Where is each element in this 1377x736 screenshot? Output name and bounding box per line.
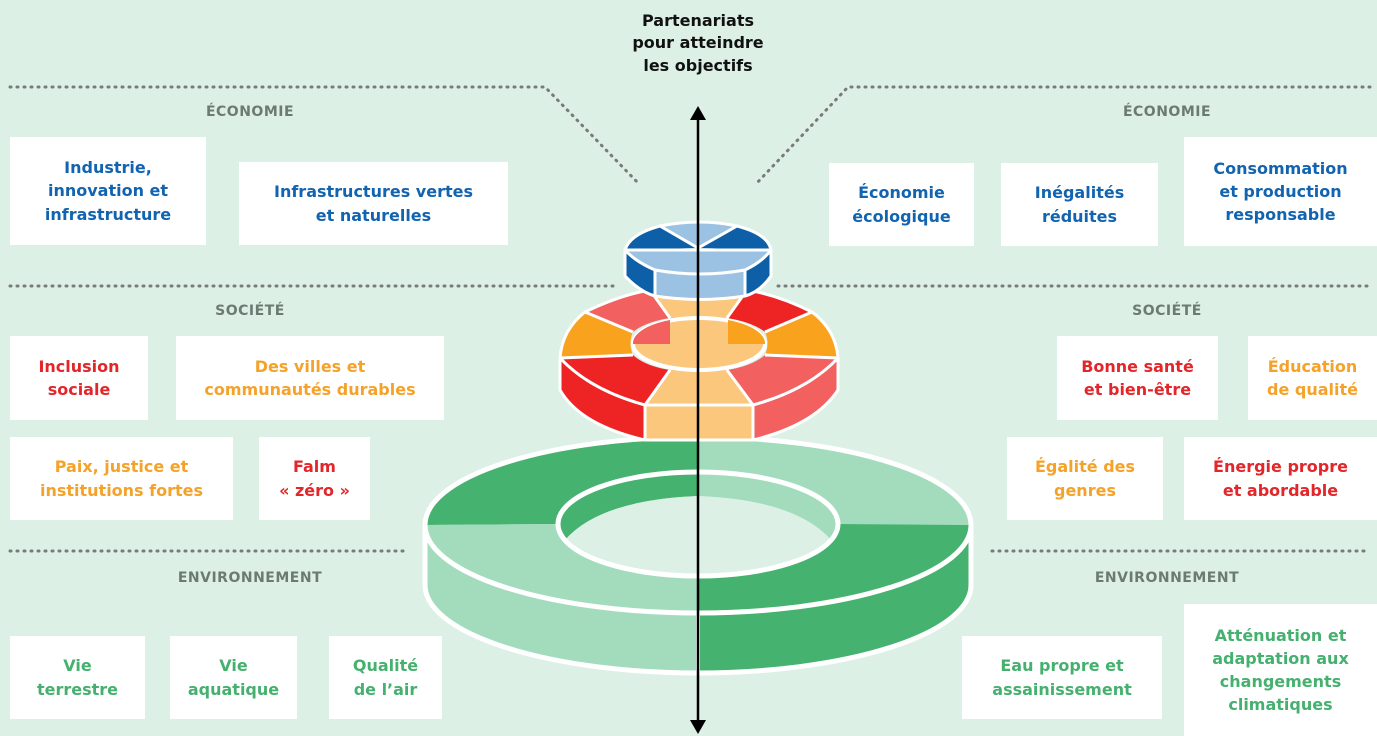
card-industrie-innovation: Industrie, innovation et infrastructure (10, 137, 206, 245)
card-villes-communautes: Des villes et communautés durables (176, 336, 444, 420)
env-ring-hole-back-right (698, 472, 838, 540)
divider-economy-right (753, 85, 1372, 187)
soc-top-2 (585, 290, 670, 332)
card-inegalites-reduites: Inégalités réduites (1001, 163, 1158, 246)
axis-arrowhead-down (690, 720, 706, 734)
card-faim-zero: Falm « zéro » (259, 437, 370, 520)
card-attenuation-climat: Atténuation et adaptation aux changement… (1184, 604, 1377, 736)
soc-top-1 (560, 312, 633, 358)
divider-lines (8, 85, 1372, 553)
env-ring-top-right-back (698, 437, 971, 525)
right-environment-label: ENVIRONNEMENT (1094, 570, 1240, 586)
card-bonne-sante: Bonne santé et bien-être (1057, 336, 1218, 420)
soc-top-8 (560, 355, 670, 405)
card-qualite-air: Qualité de l’air (329, 636, 442, 719)
card-inclusion-sociale: Inclusion sociale (10, 336, 148, 420)
card-egalite-genres: Égalité des genres (1007, 437, 1163, 520)
soc-hole-shade-right (728, 320, 766, 344)
partnerships-title: Partenariats pour atteindre les objectif… (632, 11, 764, 75)
card-vie-aquatique: Vie aquatique (170, 636, 297, 719)
card-economie-ecologique: Économie écologique (829, 163, 974, 246)
left-economy-label: ÉCONOMIE (205, 104, 295, 120)
left-society-label: SOCIÉTÉ (215, 303, 285, 319)
left-environment-label: ENVIRONNEMENT (177, 570, 323, 586)
env-ring-top-right-front (698, 524, 971, 613)
soc-top-5 (765, 312, 838, 358)
eco-side-middle (655, 270, 745, 300)
env-ring-side-right (698, 525, 971, 673)
env-ring-side-left (425, 525, 698, 673)
right-society-label: SOCIÉTÉ (1132, 303, 1202, 319)
card-paix-justice: Paix, justice et institutions fortes (10, 437, 233, 520)
soc-side-1 (560, 358, 645, 440)
card-infrastructures-vertes: Infrastructures vertes et naturelles (239, 162, 508, 245)
soc-top-6 (727, 355, 838, 405)
axis-arrow (690, 106, 706, 734)
card-education-qualite: Éducation de qualité (1248, 336, 1377, 420)
soc-top-4 (727, 290, 812, 332)
eco-side-left (625, 250, 655, 296)
env-ring-hole-back-left (558, 472, 698, 540)
card-energie-propre: Énergie propre et abordable (1184, 437, 1377, 520)
env-ring-top-left-front (425, 524, 698, 613)
card-vie-terrestre: Vie terrestre (10, 636, 145, 719)
eco-side-right (745, 250, 771, 296)
axis-arrowhead-up (690, 106, 706, 120)
env-ring-top-left-back (425, 437, 698, 525)
card-consommation-production: Consommation et production responsable (1184, 137, 1377, 246)
soc-hole-shade-left (632, 320, 670, 344)
env-ring-hole-rim (555, 469, 841, 579)
card-eau-propre: Eau propre et assainissement (962, 636, 1162, 719)
right-economy-label: ÉCONOMIE (1122, 104, 1212, 120)
economy-cylinder (623, 220, 773, 301)
soc-side-3 (753, 358, 838, 440)
